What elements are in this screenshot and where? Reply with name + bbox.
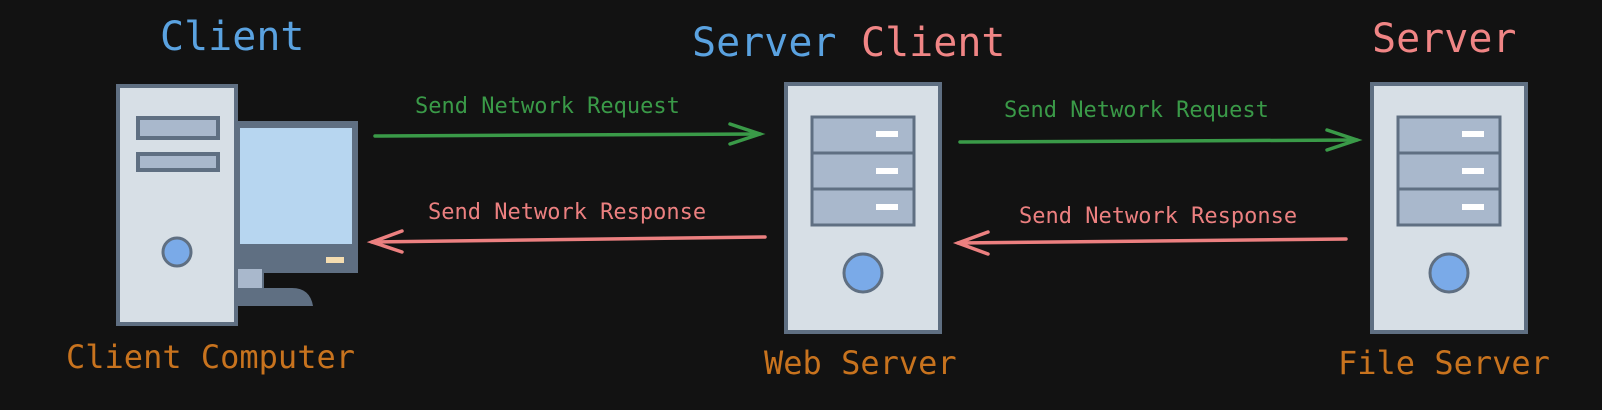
- drive-led: [1462, 168, 1484, 174]
- request-arrow: [958, 128, 1363, 152]
- drive-bay: [1396, 115, 1502, 155]
- request-label: Send Network Request: [415, 94, 680, 119]
- power-button-icon: [1428, 252, 1470, 294]
- drive-bay: [810, 151, 916, 191]
- drive-led: [1462, 131, 1484, 137]
- server-role-label: Server: [1372, 16, 1517, 62]
- drive-bay: [136, 152, 220, 172]
- drive-led: [876, 204, 898, 210]
- response-arrow: [952, 230, 1348, 256]
- response-label: Send Network Response: [428, 200, 707, 225]
- request-arrow: [373, 122, 766, 146]
- drive-bay: [810, 187, 916, 227]
- power-button-icon: [161, 236, 193, 268]
- client-role-label: Client: [160, 14, 305, 60]
- server-tower-icon: [1370, 82, 1528, 334]
- drive-bay: [1396, 187, 1502, 227]
- drive-bay: [136, 116, 220, 140]
- response-arrow: [366, 229, 767, 254]
- server-role-label: Server: [692, 20, 837, 66]
- desktop-computer-icon: [116, 84, 358, 326]
- monitor-screen: [240, 128, 352, 244]
- monitor-base: [233, 288, 313, 306]
- drive-bay: [1396, 151, 1502, 191]
- client-computer-label: Client Computer: [66, 338, 355, 376]
- response-label: Send Network Response: [1019, 204, 1298, 229]
- drive-led: [876, 168, 898, 174]
- file-server-label: File Server: [1338, 344, 1550, 382]
- web-server-label: Web Server: [764, 344, 957, 382]
- client-role-label: Client: [861, 20, 1006, 66]
- drive-led: [1462, 204, 1484, 210]
- power-button-icon: [842, 252, 884, 294]
- drive-led: [876, 131, 898, 137]
- monitor-led: [326, 257, 344, 263]
- drive-bay: [810, 115, 916, 155]
- request-label: Send Network Request: [1004, 98, 1269, 123]
- server-tower-icon: [784, 82, 942, 334]
